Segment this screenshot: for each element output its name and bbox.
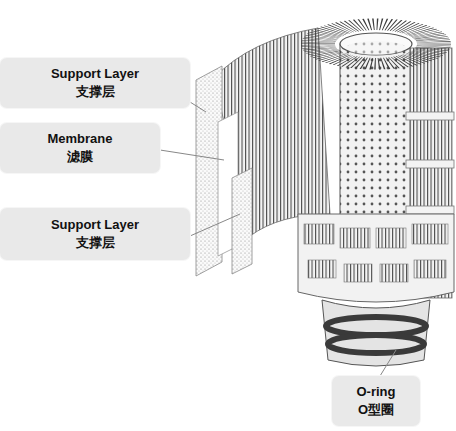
cage-slots	[304, 224, 448, 282]
label-text: O-ring	[357, 383, 396, 401]
leader-lines	[160, 102, 396, 376]
support-sheet	[232, 168, 252, 274]
perforated-core	[340, 44, 410, 220]
core-inner	[346, 41, 406, 55]
callout-box: Membrane滤膜	[0, 123, 160, 173]
label-text: Support Layer	[51, 216, 139, 234]
core-opening	[340, 33, 412, 55]
pleat-column	[408, 48, 452, 298]
label-text: 支撑层	[76, 83, 115, 101]
label-text: O型圈	[358, 401, 394, 419]
label-text: 支撑层	[76, 234, 115, 252]
label-text: Membrane	[47, 130, 112, 148]
callout-box: Support Layer支撑层	[0, 58, 190, 108]
lower-cage	[298, 214, 454, 302]
end-cap	[322, 300, 430, 366]
o-ring-seal	[328, 335, 424, 353]
callout-box: Support Layer支撑层	[0, 208, 190, 260]
cage-bands	[406, 112, 454, 214]
callout-box: O-ringO型圈	[332, 376, 420, 426]
pleat-ring	[318, 24, 434, 63]
label-text: 滤膜	[67, 148, 93, 166]
label-text: Support Layer	[51, 65, 139, 83]
